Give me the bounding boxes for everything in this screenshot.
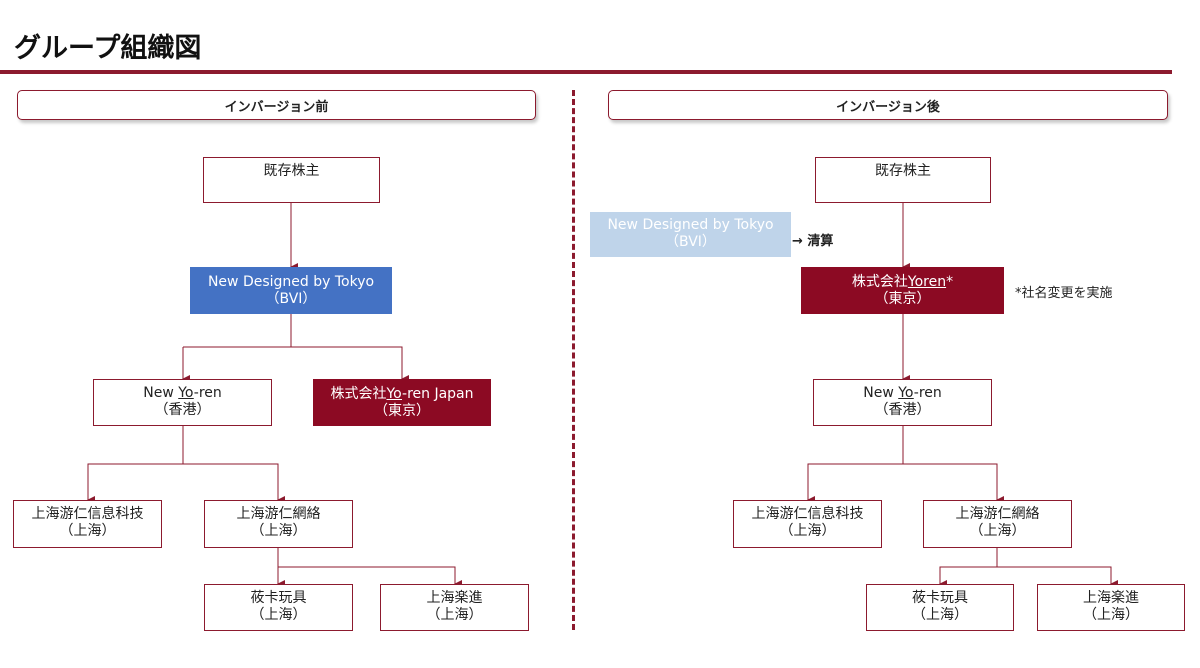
before-existing-shareholders-label: 既存株主 <box>263 163 320 179</box>
after-sh-network-location: （上海） <box>969 523 1026 539</box>
after-sh-info-tech-location: （上海） <box>779 523 836 539</box>
before-toy-box: 莜卡玩具 （上海） <box>204 584 353 631</box>
after-toy-location: （上海） <box>912 607 968 623</box>
after-existing-shareholders-box: 既存株主 <box>815 157 991 203</box>
page-title: グループ組織図 <box>14 33 202 64</box>
before-ndt-location: （BVI） <box>265 291 317 307</box>
before-rakushin-location: （上海） <box>426 607 483 623</box>
before-new-yoren-hk-location: （香港） <box>154 402 211 418</box>
connector-after-to-rakushin <box>997 566 1118 588</box>
after-toy-box: 莜卡玩具 （上海） <box>866 584 1014 631</box>
after-rename-note: *社名変更を実施 <box>1015 286 1113 301</box>
before-yoren-japan-box: 株式会社Yo-ren Japan （東京） <box>313 379 491 426</box>
before-sh-info-tech-box: 上海游仁信息科技 （上海） <box>13 500 162 548</box>
before-sh-network-box: 上海游仁網絡 （上海） <box>204 500 353 548</box>
after-yoren-kk-name: 株式会社Yoren* <box>851 274 954 290</box>
after-new-designed-by-tokyo-box: New Designed by Tokyo （BVI） <box>590 212 791 257</box>
after-yoren-kk-location: （東京） <box>874 291 931 307</box>
after-inversion-header: インバージョン後 <box>608 90 1168 120</box>
before-yoren-japan-location: （東京） <box>374 403 430 419</box>
after-sh-network-name: 上海游仁網絡 <box>955 506 1040 522</box>
section-divider <box>572 90 575 630</box>
after-ndt-location: （BVI） <box>665 234 716 250</box>
before-rakushin-name: 上海楽進 <box>426 590 483 606</box>
after-sh-info-tech-box: 上海游仁信息科技 （上海） <box>733 500 882 548</box>
before-inversion-header: インバージョン前 <box>17 90 536 120</box>
after-rakushin-name: 上海楽進 <box>1083 590 1139 606</box>
connector-before-ndt-children <box>183 314 292 348</box>
after-existing-shareholders-label: 既存株主 <box>875 163 931 179</box>
before-sh-info-tech-location: （上海） <box>59 523 116 539</box>
connector-after-to-sh-net <box>903 463 1004 504</box>
connector-after-net-children <box>939 548 998 588</box>
before-new-yoren-hk-name: New Yo-ren <box>143 385 222 401</box>
before-sh-network-location: （上海） <box>250 523 307 539</box>
after-yoren-kk-box: 株式会社Yoren* （東京） <box>801 267 1004 314</box>
before-new-designed-by-tokyo-box: New Designed by Tokyo （BVI） <box>190 267 392 314</box>
connector-before-to-yoren-japan <box>291 346 409 383</box>
after-liquidation-note: → 清算 <box>792 234 834 249</box>
before-toy-location: （上海） <box>250 607 307 623</box>
connector-before-hk-children <box>87 426 184 504</box>
after-new-yoren-hk-location: （香港） <box>874 402 931 418</box>
before-ndt-name: New Designed by Tokyo <box>207 274 375 290</box>
after-ndt-name: New Designed by Tokyo <box>607 217 774 233</box>
before-rakushin-box: 上海楽進 （上海） <box>380 584 529 631</box>
after-toy-name: 莜卡玩具 <box>912 590 968 606</box>
before-new-yoren-hk-box: New Yo-ren （香港） <box>93 379 272 426</box>
before-yoren-japan-name: 株式会社Yo-ren Japan <box>330 386 474 402</box>
after-new-yoren-hk-name: New Yo-ren <box>863 385 942 401</box>
after-new-yoren-hk-box: New Yo-ren （香港） <box>813 379 992 426</box>
before-sh-network-name: 上海游仁網絡 <box>236 506 321 522</box>
title-underline <box>0 70 1172 74</box>
before-toy-name: 莜卡玩具 <box>250 590 307 606</box>
connector-before-to-sh-net <box>183 463 285 504</box>
connector-after-hk-children <box>807 426 904 504</box>
before-existing-shareholders-box: 既存株主 <box>203 157 380 203</box>
after-sh-network-box: 上海游仁網絡 （上海） <box>923 500 1072 548</box>
before-sh-info-tech-name: 上海游仁信息科技 <box>31 506 144 522</box>
after-sh-info-tech-name: 上海游仁信息科技 <box>751 506 864 522</box>
after-rakushin-location: （上海） <box>1083 607 1139 623</box>
connector-before-to-rakushin <box>278 566 462 588</box>
after-rakushin-box: 上海楽進 （上海） <box>1037 584 1185 631</box>
